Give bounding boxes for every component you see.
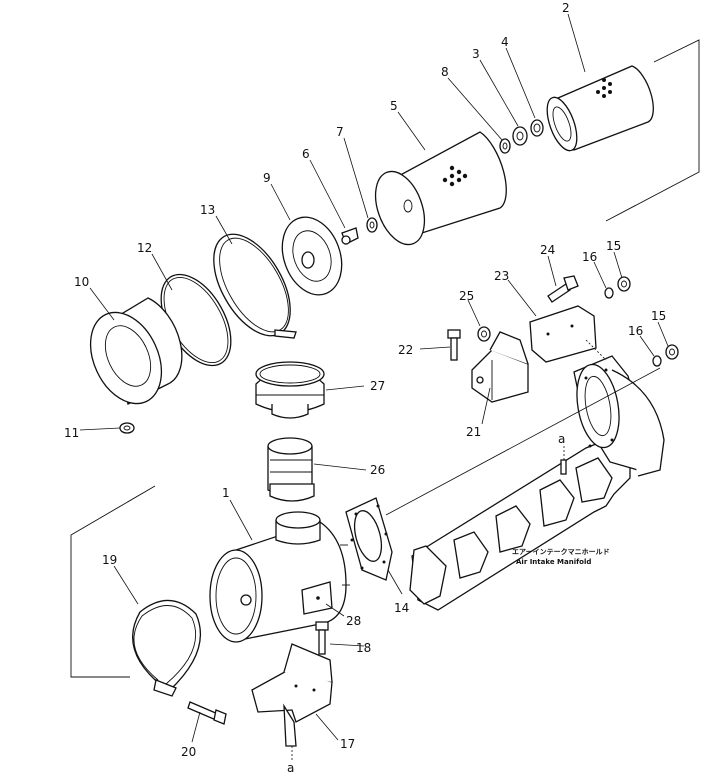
manifold-label-english: Air Intake Manifold: [516, 558, 591, 566]
marker-a-bottom: a: [287, 761, 294, 774]
callout-2: 2: [562, 1, 570, 15]
callout-22: 22: [398, 343, 413, 357]
callout-1: 1: [222, 486, 230, 500]
callout-27: 27: [370, 379, 385, 393]
part-6-evacuator-valve: [341, 227, 359, 245]
callout-19: 19: [102, 553, 117, 567]
leader-lines: [79, 13, 669, 743]
part-24-bolt: [547, 275, 579, 303]
part-4-nut: [530, 119, 544, 137]
callout-3: 3: [472, 47, 480, 61]
part-18-bolt: [315, 621, 329, 655]
intake-manifold: エアーインテークマニホールド Air Intake Manifold: [409, 355, 665, 611]
callout-23: 23: [494, 269, 509, 283]
callout-8: 8: [441, 65, 449, 79]
part-17-bracket: [251, 643, 333, 762]
callout-20: 20: [181, 745, 196, 759]
part-27-rain-cap: [255, 361, 325, 419]
callout-26: 26: [370, 463, 385, 477]
callout-18: 18: [356, 641, 371, 655]
part-9-cover-plate: [281, 216, 343, 296]
part-25-nut: [477, 326, 491, 342]
callout-4: 4: [501, 35, 509, 49]
callout-5: 5: [390, 99, 398, 113]
part-14-gasket: [345, 497, 393, 581]
frame-lines: [70, 39, 700, 678]
manifold-label-japanese: エアーインテークマニホールド: [512, 547, 610, 556]
callout-21: 21: [466, 425, 481, 439]
callout-15-upper: 15: [606, 239, 621, 253]
part-5-primary-element: [374, 131, 507, 246]
callout-numbers: 2 4 3 8 5 7 6 9 13 12 10 11 27 26 1 28 1…: [64, 1, 666, 759]
part-7-nut: [366, 217, 378, 233]
callout-24: 24: [540, 243, 555, 257]
callout-14: 14: [394, 601, 409, 615]
callout-25: 25: [459, 289, 474, 303]
part-19-mounting-band: [132, 599, 202, 697]
callout-16-upper: 16: [582, 250, 597, 264]
part-21-bracket: [471, 331, 529, 403]
part-26-intake-pipe: [267, 437, 315, 502]
part-15-nut-lower: [665, 344, 679, 360]
callout-17: 17: [340, 737, 355, 751]
part-23-bracket: [529, 305, 607, 363]
callout-7: 7: [336, 125, 344, 139]
callout-16-lower: 16: [628, 324, 643, 338]
part-16-washer-upper: [604, 287, 614, 299]
marker-a-top: a: [558, 432, 565, 446]
part-15-nut-upper: [617, 276, 631, 292]
callout-10: 10: [74, 275, 89, 289]
reference-markers: a a: [287, 432, 565, 774]
part-8-washer: [499, 138, 511, 154]
part-13-clamp-band: [213, 233, 297, 339]
part-20-bolt: [187, 701, 227, 725]
part-1-air-cleaner-body: [209, 511, 350, 643]
part-10-dust-cup: [89, 297, 183, 405]
callout-13: 13: [200, 203, 215, 217]
part-3-wing-nut: [512, 126, 528, 146]
part-11-rubber-valve: [119, 422, 135, 434]
callout-15-lower: 15: [651, 309, 666, 323]
part-2-safety-element: [546, 65, 654, 152]
part-22-bolt: [447, 329, 461, 361]
part-16-washer-lower: [652, 355, 662, 367]
callout-6: 6: [302, 147, 310, 161]
callout-9: 9: [263, 171, 271, 185]
callout-12: 12: [137, 241, 152, 255]
callout-11: 11: [64, 426, 79, 440]
callout-28: 28: [346, 614, 361, 628]
